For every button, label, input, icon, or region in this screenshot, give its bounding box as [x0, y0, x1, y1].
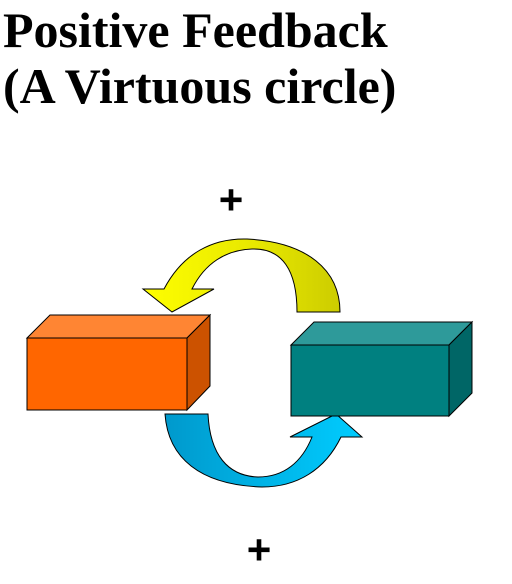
left-box-front-face [26, 337, 188, 411]
slide-title: Positive Feedback (A Virtuous circle) [3, 2, 508, 114]
title-line-2: (A Virtuous circle) [3, 58, 397, 114]
top-arrow-shape [141, 238, 341, 313]
right-teal-box [289, 320, 474, 418]
right-box-top-face [289, 321, 474, 346]
left-orange-box [25, 313, 212, 412]
title-line-1: Positive Feedback [3, 2, 388, 58]
right-box-front-face [290, 344, 450, 417]
top-curved-arrow [141, 238, 341, 313]
bottom-arrow-shape [164, 413, 364, 488]
left-box-top-face [25, 314, 212, 339]
plus-sign-top: + [218, 176, 244, 223]
bottom-curved-arrow [164, 413, 364, 488]
plus-sign-bottom: + [246, 526, 272, 573]
